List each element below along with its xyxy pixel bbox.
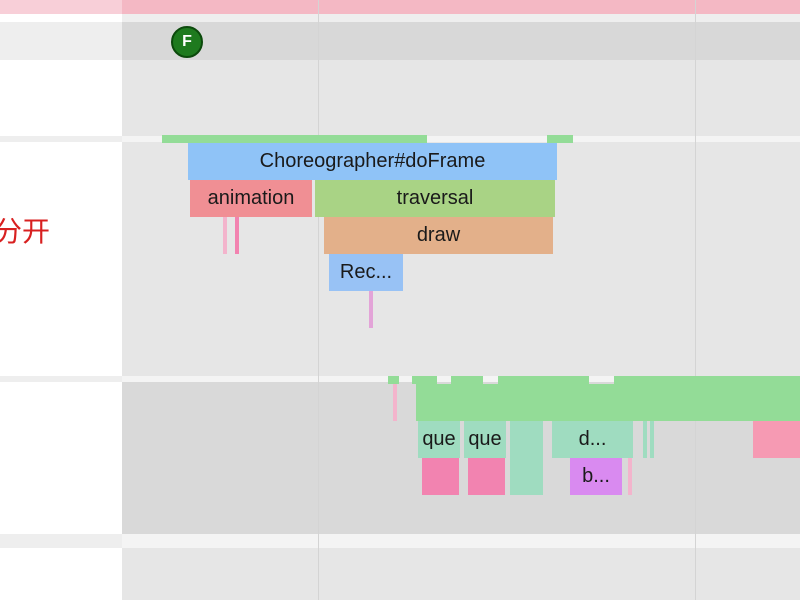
small-slice-tick[interactable] [223,217,227,254]
sidebar-row-markers [0,22,122,60]
slice-animation[interactable]: animation [190,180,312,217]
small-slice-tick[interactable] [369,291,373,328]
slice-queue-2[interactable]: que [464,421,506,458]
slice-choreographer-doframe[interactable]: Choreographer#doFrame [188,143,557,180]
marker-track [122,22,800,60]
bottom-separator [122,534,800,548]
small-slice-tick[interactable] [393,384,397,421]
grid-line [695,0,696,600]
slice-draw[interactable]: draw [324,217,553,254]
sidebar-divider-3 [0,534,122,548]
slice-draw-frame[interactable] [416,384,800,421]
slice-draw-short[interactable]: d... [552,421,633,458]
slice-record[interactable]: Rec... [329,254,403,291]
slice-pink-2[interactable] [468,458,505,495]
slice-green-low[interactable] [510,458,543,495]
small-slice-tick[interactable] [650,421,654,458]
sidebar-row-top [0,0,122,14]
slice-b-short[interactable]: b... [570,458,622,495]
slice-pink-1[interactable] [422,458,459,495]
small-slice-tick[interactable] [643,421,647,458]
slice-pink-right[interactable] [753,421,800,458]
small-slice-tick[interactable] [235,217,239,254]
cpu-activity-bar[interactable] [614,376,800,384]
top-stripe-gap [122,14,800,22]
sidebar: 分开 [0,0,122,600]
cpu-activity-bar[interactable] [388,376,399,384]
main-thread-track [122,60,800,136]
slice-queue-1[interactable]: que [418,421,460,458]
slice-traversal[interactable]: traversal [315,180,555,217]
grid-line [318,0,319,600]
top-stripe [122,0,800,14]
cpu-activity-bar[interactable] [162,135,427,143]
frame-marker-icon[interactable]: F [171,26,203,58]
cpu-activity-bar[interactable] [498,376,589,384]
cpu-activity-bar[interactable] [547,135,573,143]
bottom-track [122,548,800,600]
sidebar-divider-1 [0,136,122,142]
cpu-activity-bar[interactable] [451,376,483,384]
slice-unnamed-green[interactable] [510,421,543,458]
sidebar-divider-2 [0,376,122,382]
main-thread-separator [122,136,800,142]
small-slice-tick[interactable] [628,458,632,495]
thread-label-fragment[interactable]: 分开 [0,215,51,248]
cpu-activity-bar[interactable] [412,376,437,384]
